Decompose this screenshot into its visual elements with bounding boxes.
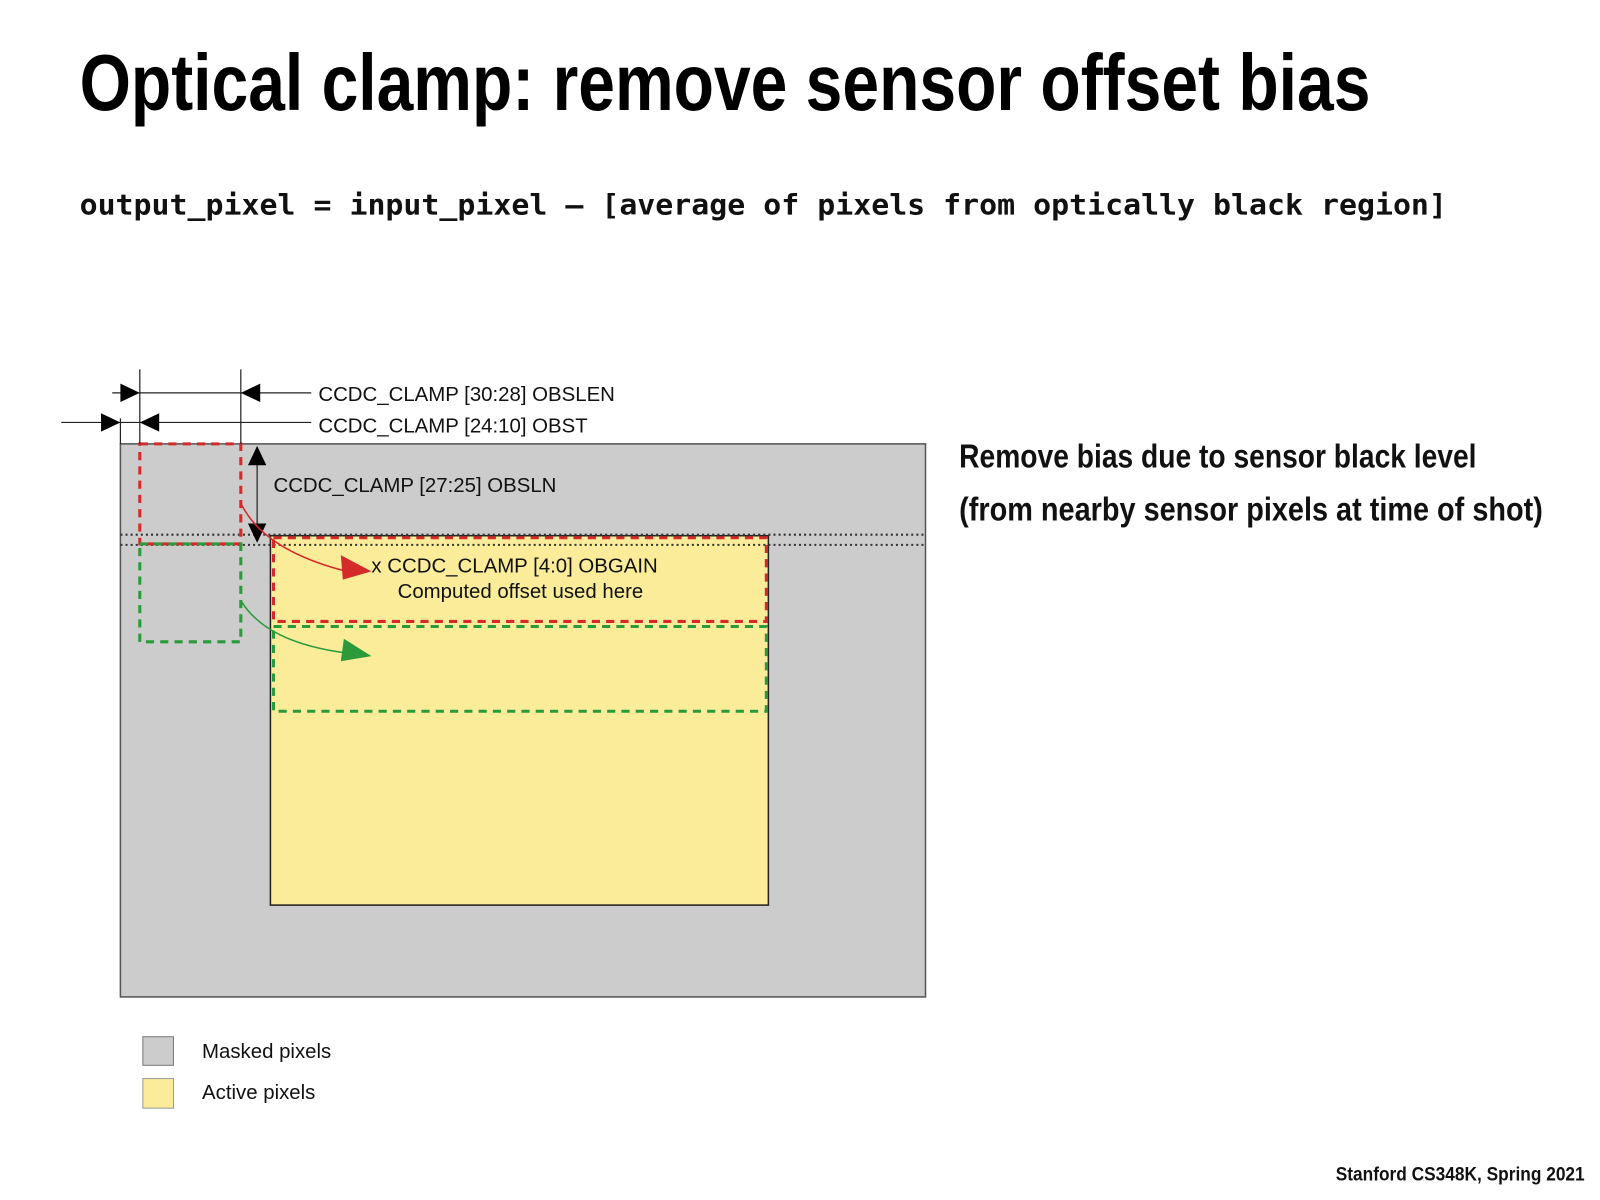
arrow-right-icon: [101, 413, 121, 432]
arrow-down-icon: [247, 523, 267, 543]
dimension-arrows: [101, 383, 267, 543]
arrow-right-icon: [120, 383, 140, 403]
legend-swatch-active: [142, 1078, 174, 1109]
arrow-left-icon: [240, 383, 261, 403]
slide-title: Optical clamp: remove sensor offset bias: [80, 38, 1371, 127]
footer: Stanford CS348K, Spring 2021: [1336, 1164, 1585, 1186]
green-curve: [241, 601, 348, 654]
legend-swatch-masked: [142, 1036, 174, 1066]
label-obslen: CCDC_CLAMP [30:28] OBSLEN: [318, 384, 615, 406]
label-obst: CCDC_CLAMP [24:10] OBST: [318, 416, 587, 438]
arrow-up-icon: [247, 445, 267, 466]
arrow-left-icon: [139, 413, 160, 432]
legend-label-active: Active pixels: [202, 1082, 315, 1104]
red-curve: [241, 504, 348, 573]
green-arrow-icon: [340, 638, 372, 662]
red-black-region: [138, 442, 243, 546]
legend: Masked pixels Active pixels: [142, 1036, 331, 1109]
label-offset: Computed offset used here: [398, 581, 644, 603]
red-arrow-icon: [340, 555, 372, 580]
green-active-rows: [271, 625, 768, 713]
red-active-rows: [271, 536, 768, 623]
note-line-1: Remove bias due to sensor black level: [959, 438, 1476, 475]
green-black-region: [138, 542, 243, 644]
note-line-2: (from nearby sensor pixels at time of sh…: [959, 491, 1543, 528]
formula: output_pixel = input_pixel – [average of…: [80, 187, 1447, 221]
label-obsln: CCDC_CLAMP [27:25] OBSLN: [273, 475, 556, 497]
active-region: [269, 534, 770, 906]
sensor-diagram: CCDC_CLAMP [30:28] OBSLEN CCDC_CLAMP [24…: [61, 369, 927, 1109]
legend-label-masked: Masked pixels: [202, 1041, 331, 1063]
label-obgain: x CCDC_CLAMP [4:0] OBGAIN: [371, 555, 657, 577]
